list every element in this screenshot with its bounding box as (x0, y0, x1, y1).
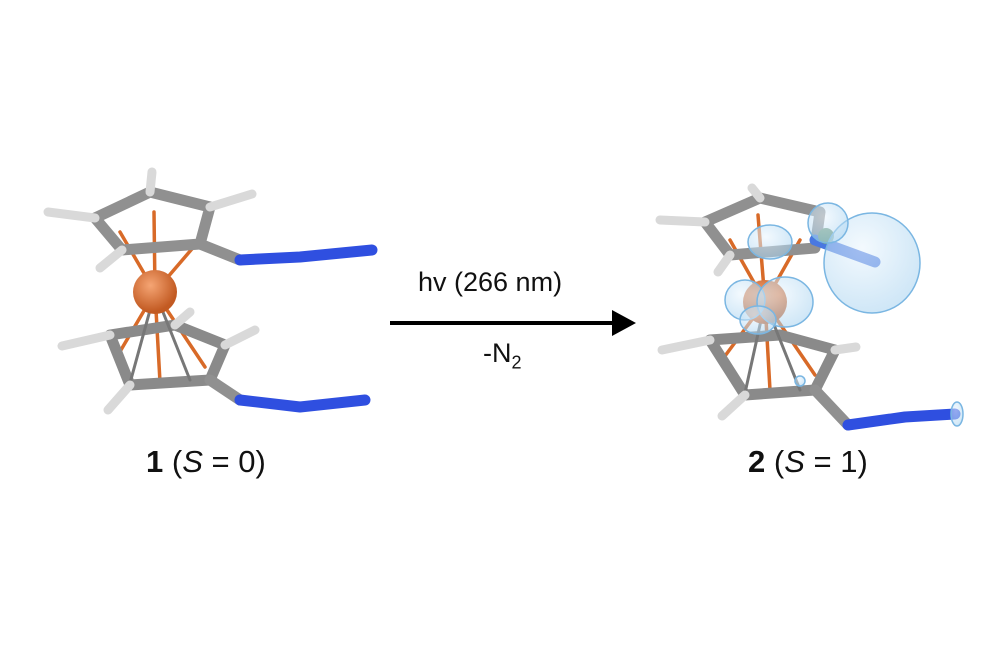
iron-atom (133, 270, 177, 314)
c-h-bond (145, 167, 157, 197)
c-h-bond (43, 207, 100, 223)
c-h-bond (657, 335, 715, 355)
c-h-bond (57, 330, 115, 351)
c-n-bond (194, 238, 246, 266)
spin-value: = 0) (202, 444, 266, 479)
cp-ring-upper (89, 186, 216, 256)
c-h-bond (220, 325, 260, 350)
compound-1-label: 1 (S = 0) (146, 444, 266, 480)
conditions-subscript: 2 (511, 352, 522, 373)
azide-lower (234, 394, 371, 413)
spin-value: = 1) (804, 444, 868, 479)
spin-symbol: S (784, 444, 805, 479)
c-n-bond (809, 384, 854, 431)
compound-number: 2 (748, 444, 766, 479)
cp-ring-lower (704, 329, 841, 401)
cp-ring-lower (104, 319, 231, 391)
azide-upper (234, 244, 378, 266)
reaction-arrow (390, 310, 636, 336)
azide-lower (842, 408, 961, 431)
label-paren: ( (163, 444, 183, 479)
compound-2-label: 2 (S = 1) (748, 444, 868, 480)
reaction-conditions-loss: -N2 (483, 338, 522, 373)
molecule-2 (655, 183, 964, 431)
c-h-bond (713, 250, 735, 277)
c-h-bond (655, 215, 710, 227)
reaction-conditions-light: hv (266 nm) (418, 267, 562, 298)
c-h-bond (205, 189, 257, 212)
compound-number: 1 (146, 444, 164, 479)
molecule-1 (43, 167, 378, 415)
conditions-text: hv (266 nm) (418, 267, 563, 297)
c-h-bond (830, 342, 861, 355)
c-h-bond (103, 380, 135, 415)
c-n-bond (204, 374, 246, 406)
c-h-bond (747, 183, 765, 203)
c-h-bond (717, 390, 750, 421)
c-h-bond (170, 307, 195, 330)
conditions-prefix: -N (483, 338, 512, 368)
label-paren: ( (765, 444, 785, 479)
spin-density (724, 202, 964, 427)
c-h-bond (95, 245, 127, 273)
spin-symbol: S (182, 444, 203, 479)
